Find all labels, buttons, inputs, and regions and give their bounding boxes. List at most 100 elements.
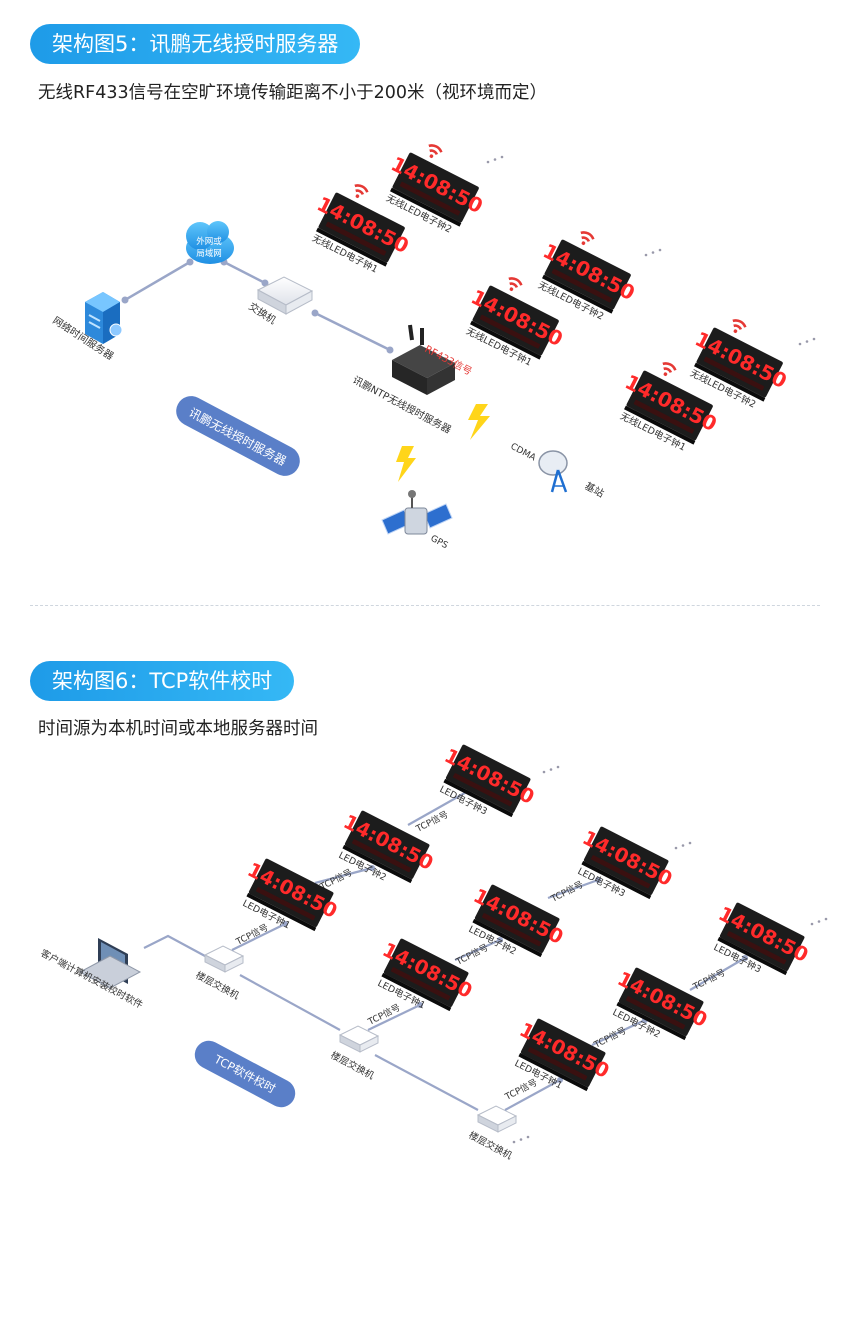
more-dots: [644, 248, 662, 257]
floor-switch-label: 楼层交换机: [329, 1049, 377, 1082]
wifi-signal-icon: [662, 362, 677, 376]
tcp-signal-label: TCP信号: [453, 941, 490, 968]
more-dots: [674, 841, 692, 850]
clock-body: [544, 239, 631, 310]
clock-base: [470, 320, 542, 360]
more-dots: [512, 1135, 530, 1144]
cdma-label: CDMA: [509, 442, 538, 464]
badge-label: 讯鹏无线授时服务器: [187, 404, 289, 468]
section5-subtitle: 无线RF433信号在空旷环境传输距离不小于200米（视环境而定）: [38, 83, 548, 103]
clock-body: [626, 370, 713, 441]
cloud-label-1: 外网或: [196, 236, 222, 247]
backbone-lines: [143, 934, 479, 1111]
clock-base: [390, 187, 462, 227]
link-node: [417, 1002, 423, 1008]
tcp-signal-label: TCP信号: [548, 878, 585, 905]
tcp-link: [547, 878, 599, 900]
clock-body: [618, 967, 704, 1036]
wifi-signal-icon: [732, 319, 747, 333]
tcp-link: [367, 1004, 421, 1031]
more-dots: [486, 155, 504, 164]
section5-title: 架构图5：讯鹏无线授时服务器: [30, 24, 361, 64]
clock-date-strip: [633, 399, 695, 434]
more-dots: [810, 917, 828, 926]
clock-base: [717, 936, 788, 976]
tcp-link: [231, 923, 286, 951]
clock-base: [581, 860, 652, 900]
clock-date-strip: [256, 887, 316, 921]
section6-title: 架构图6：TCP软件校时: [30, 661, 295, 701]
connection-lines: [124, 260, 391, 352]
clock-base: [381, 972, 452, 1012]
cloud-label-2: 局域网: [196, 248, 222, 259]
switch-icon: [256, 276, 314, 315]
clock-date-strip: [528, 1047, 588, 1081]
section6-subtitle: 时间源为本机时间或本地服务器时间: [38, 719, 318, 739]
clock-body: [719, 902, 805, 971]
gps-label: GPS: [429, 534, 450, 551]
tcp-signal-label: TCP信号: [591, 1024, 628, 1051]
clock-body: [344, 810, 430, 879]
clock-date-strip: [352, 839, 412, 873]
cloud-icon: 外网或 局域网: [186, 221, 234, 264]
section-divider: [30, 605, 820, 606]
clock-body: [248, 858, 334, 927]
clock-body: [383, 938, 469, 1007]
wireless-badge: 讯鹏无线授时服务器: [176, 396, 300, 476]
clock-date-strip: [551, 268, 613, 303]
diagram-wireless: 外网或 局域网 网络时间服务器 交换机 RF433信号 讯鹏NTP无线授时服务器…: [50, 144, 816, 551]
tcp-signal-label: TCP信号: [502, 1076, 539, 1103]
station-label: 基站: [583, 479, 607, 500]
clock-date-strip: [703, 356, 765, 391]
laptop-icon: [78, 938, 142, 989]
ntp-wireless-server: [392, 324, 455, 395]
wifi-signal-icon: [428, 144, 443, 158]
more-dots: [798, 337, 816, 346]
diagram-tcp: 客户端计算机安装校时软件 TCP软件校时 楼层交换机楼层交换机楼层交换机TCP信…: [39, 744, 828, 1162]
clock-body: [445, 744, 531, 813]
tcp-link: [314, 866, 373, 885]
gps-satellite-icon: [381, 490, 453, 535]
clock-base: [472, 918, 543, 958]
clock-base: [542, 274, 614, 314]
tcp-link: [689, 957, 746, 991]
clock-body: [392, 152, 479, 223]
link-node: [557, 1077, 563, 1083]
clock-date-strip: [727, 931, 787, 965]
clock-base: [518, 1052, 589, 1092]
link-node: [369, 865, 375, 871]
clock-base: [443, 778, 514, 818]
tcp-signal-label: TCP信号: [690, 966, 727, 993]
link-node: [497, 937, 503, 943]
tcp-signal-label: TCP信号: [365, 1001, 402, 1028]
clock-date-strip: [482, 913, 542, 947]
clock-body: [474, 884, 560, 953]
tcp-badge: TCP软件校时: [194, 1040, 296, 1108]
clock-body: [696, 327, 783, 398]
server-icon: [85, 292, 123, 344]
clock-date-strip: [391, 967, 451, 1001]
clock-base: [616, 1001, 687, 1041]
lightning-icon: [396, 446, 416, 482]
clock-base: [624, 405, 696, 445]
satellite-dish-icon: [538, 450, 568, 493]
clock-date-strip: [479, 314, 541, 349]
clock-date-strip: [626, 996, 686, 1030]
wifi-signal-icon: [354, 184, 369, 198]
floor-switch-icon: [476, 1105, 518, 1133]
clock-base: [316, 227, 388, 267]
clock-body: [520, 1018, 606, 1087]
clock-base: [694, 362, 766, 402]
floor-switch-label: 楼层交换机: [194, 969, 242, 1002]
clock-date-strip: [325, 221, 387, 256]
link-node: [742, 955, 748, 961]
floor-switch-icon: [338, 1025, 380, 1053]
tcp-link: [407, 789, 471, 826]
link-node: [282, 921, 288, 927]
floor-switch-icon: [203, 945, 245, 973]
